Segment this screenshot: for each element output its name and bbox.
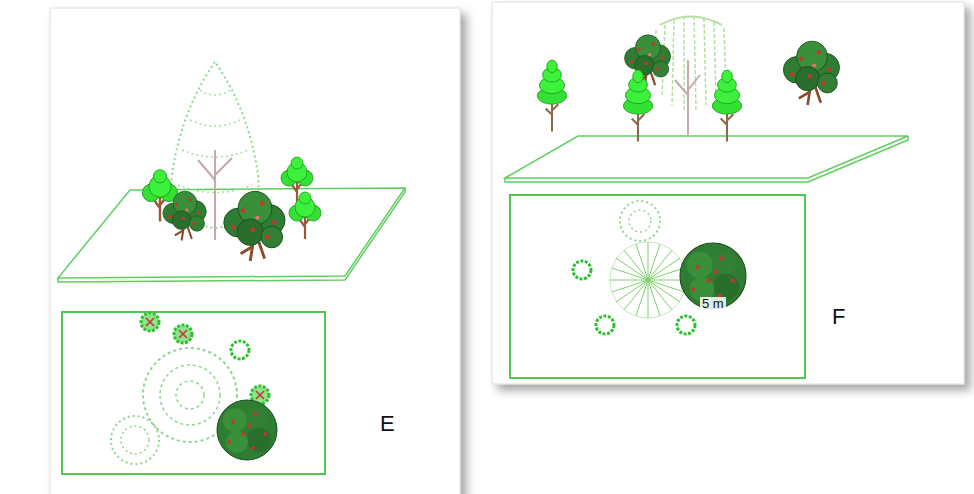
panel-letter: E bbox=[380, 412, 395, 436]
panel-letter: F bbox=[832, 305, 845, 329]
dimension-label: 5 m bbox=[700, 297, 726, 311]
